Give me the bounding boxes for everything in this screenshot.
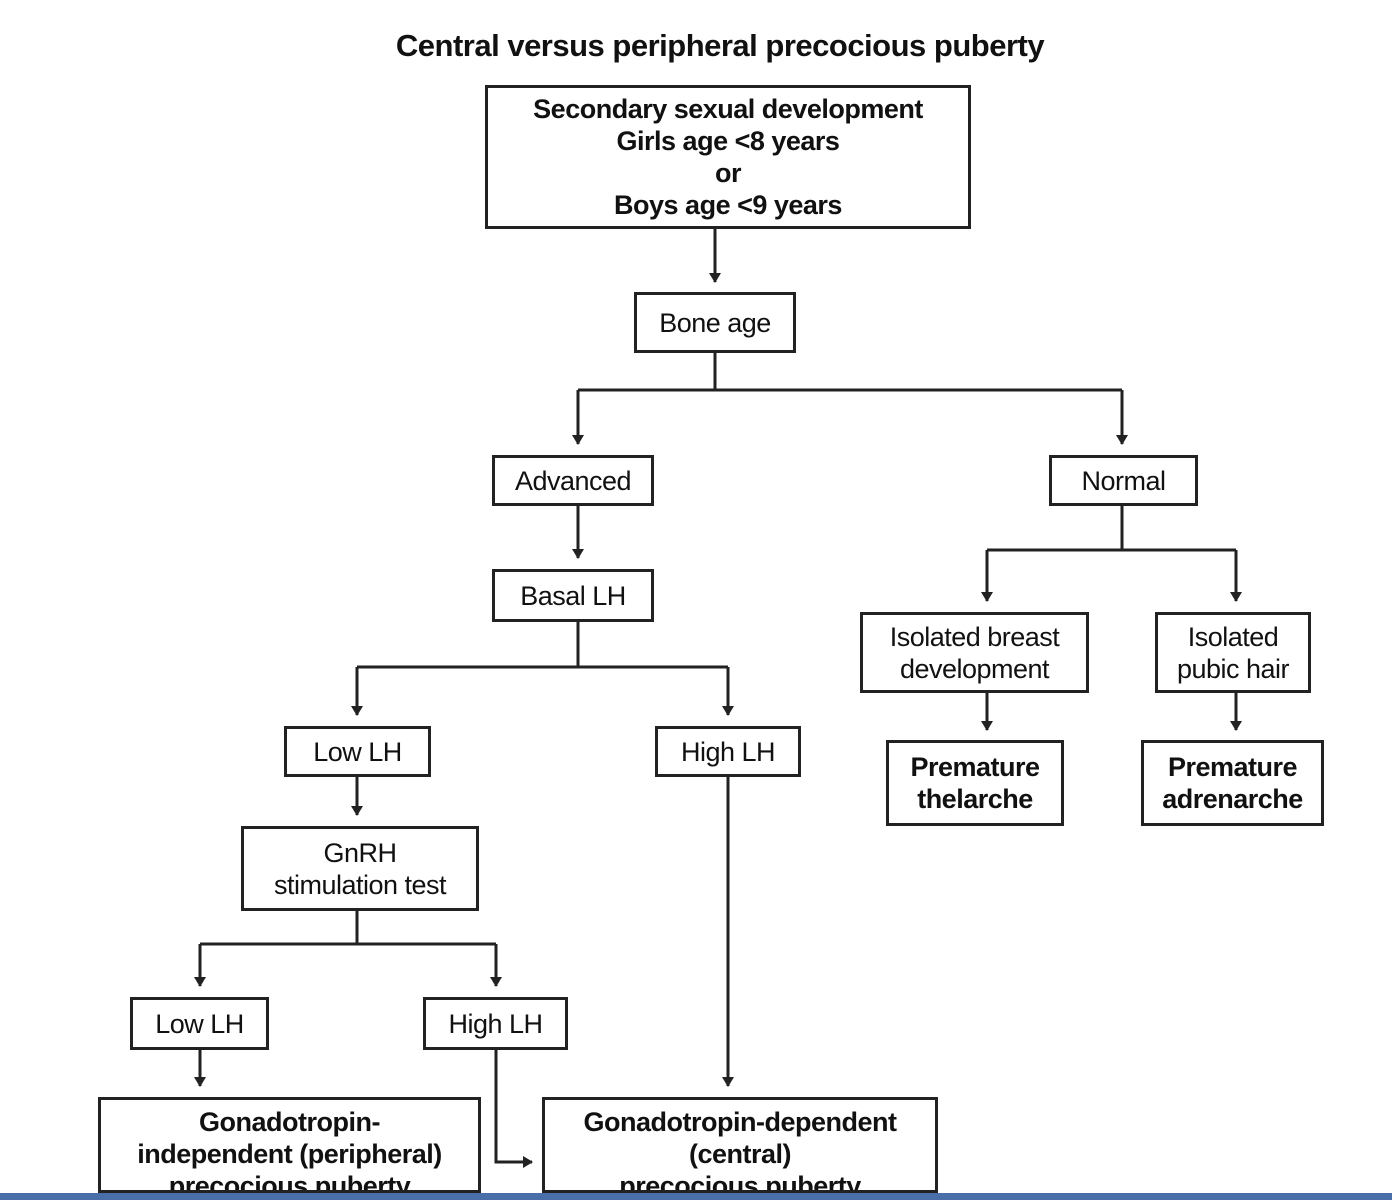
- node-isolated-pubic-hair: Isolated pubic hair: [1155, 612, 1311, 693]
- node-secondary-sexual-development: Secondary sexual development Girls age <…: [485, 85, 971, 229]
- node-basal-lh: Basal LH: [492, 569, 654, 622]
- node-bone-age: Bone age: [634, 292, 796, 353]
- node-isolated-breast-development: Isolated breast development: [860, 612, 1089, 693]
- node-high-lh-gnrh: High LH: [423, 997, 568, 1050]
- diagram-title: Central versus peripheral precocious pub…: [395, 28, 1045, 63]
- node-gnrh-stimulation-test: GnRH stimulation test: [241, 826, 479, 911]
- node-central-precocious-puberty: Gonadotropin-dependent (central) precoci…: [542, 1097, 938, 1193]
- node-low-lh-gnrh: Low LH: [130, 997, 269, 1050]
- node-normal: Normal: [1049, 455, 1198, 506]
- node-premature-thelarche: Premature thelarche: [886, 740, 1064, 826]
- node-premature-adrenarche: Premature adrenarche: [1141, 740, 1324, 826]
- node-high-lh-basal: High LH: [655, 726, 801, 777]
- node-low-lh-basal: Low LH: [284, 726, 431, 777]
- arrow-high-lh-2-to-central: [494, 1049, 533, 1168]
- bottom-border-bar: [0, 1193, 1392, 1200]
- node-advanced: Advanced: [492, 455, 654, 506]
- node-peripheral-precocious-puberty: Gonadotropin- independent (peripheral) p…: [98, 1097, 481, 1193]
